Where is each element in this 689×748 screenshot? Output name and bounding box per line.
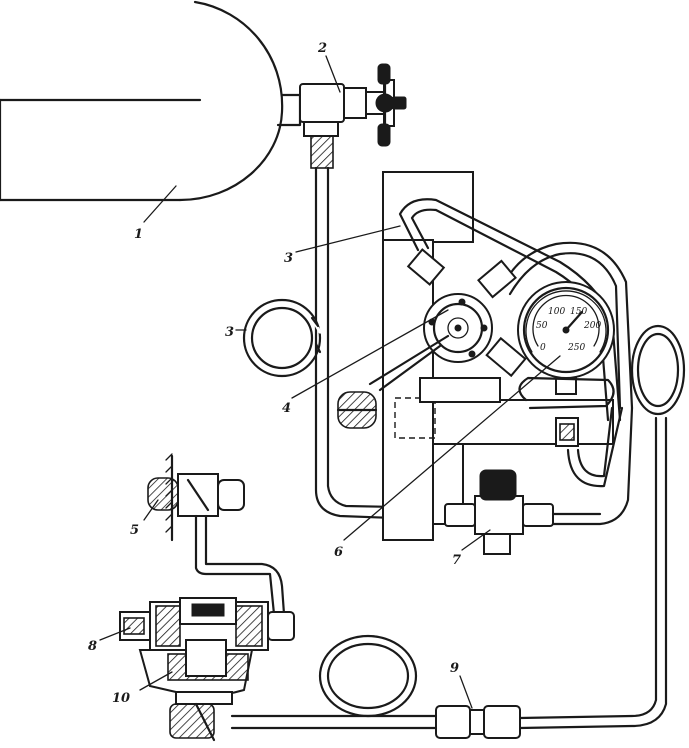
inline-fitting (230, 705, 521, 739)
pipe-coil-right (566, 324, 686, 488)
valve-handwheel (375, 63, 407, 147)
gauge-label-200: 200 (583, 321, 601, 331)
gauge-label-100: 100 (548, 307, 565, 317)
callout-3-left: 3 (225, 325, 234, 340)
callout-10: 10 (112, 691, 130, 706)
lower-regulator (119, 597, 295, 742)
callout-6: 6 (334, 545, 343, 560)
gauge-label-150: 150 (570, 307, 587, 317)
gauge-label-50: 50 (536, 321, 548, 331)
pressure-gauge: 0 50 100 150 200 250 (517, 281, 615, 447)
callout-8: 8 (88, 639, 97, 654)
callout-9: 9 (450, 661, 459, 676)
callout-2: 2 (317, 41, 327, 56)
regulator-handle (336, 334, 450, 429)
callout-7: 7 (452, 553, 461, 568)
return-pipe (518, 416, 668, 730)
leader-lines (99, 55, 561, 709)
pipe-coil-left (242, 298, 322, 378)
pressure-regulator (336, 248, 527, 429)
gauge-label-0: 0 (540, 343, 546, 353)
callout-labels: 1 2 3 3 4 5 6 7 8 9 10 (88, 41, 461, 706)
cylinder-valve (299, 63, 407, 169)
callout-1: 1 (134, 227, 143, 242)
high-pressure-pipe (314, 166, 450, 522)
pipe-coil-bottom (318, 634, 418, 718)
callout-5: 5 (130, 523, 139, 538)
callout-4: 4 (282, 401, 291, 416)
cylinder (0, 0, 302, 202)
small-valve (147, 453, 286, 616)
gauge-label-250: 250 (567, 343, 585, 353)
callout-3-upper: 3 (284, 251, 293, 266)
tee-valve (444, 406, 634, 555)
